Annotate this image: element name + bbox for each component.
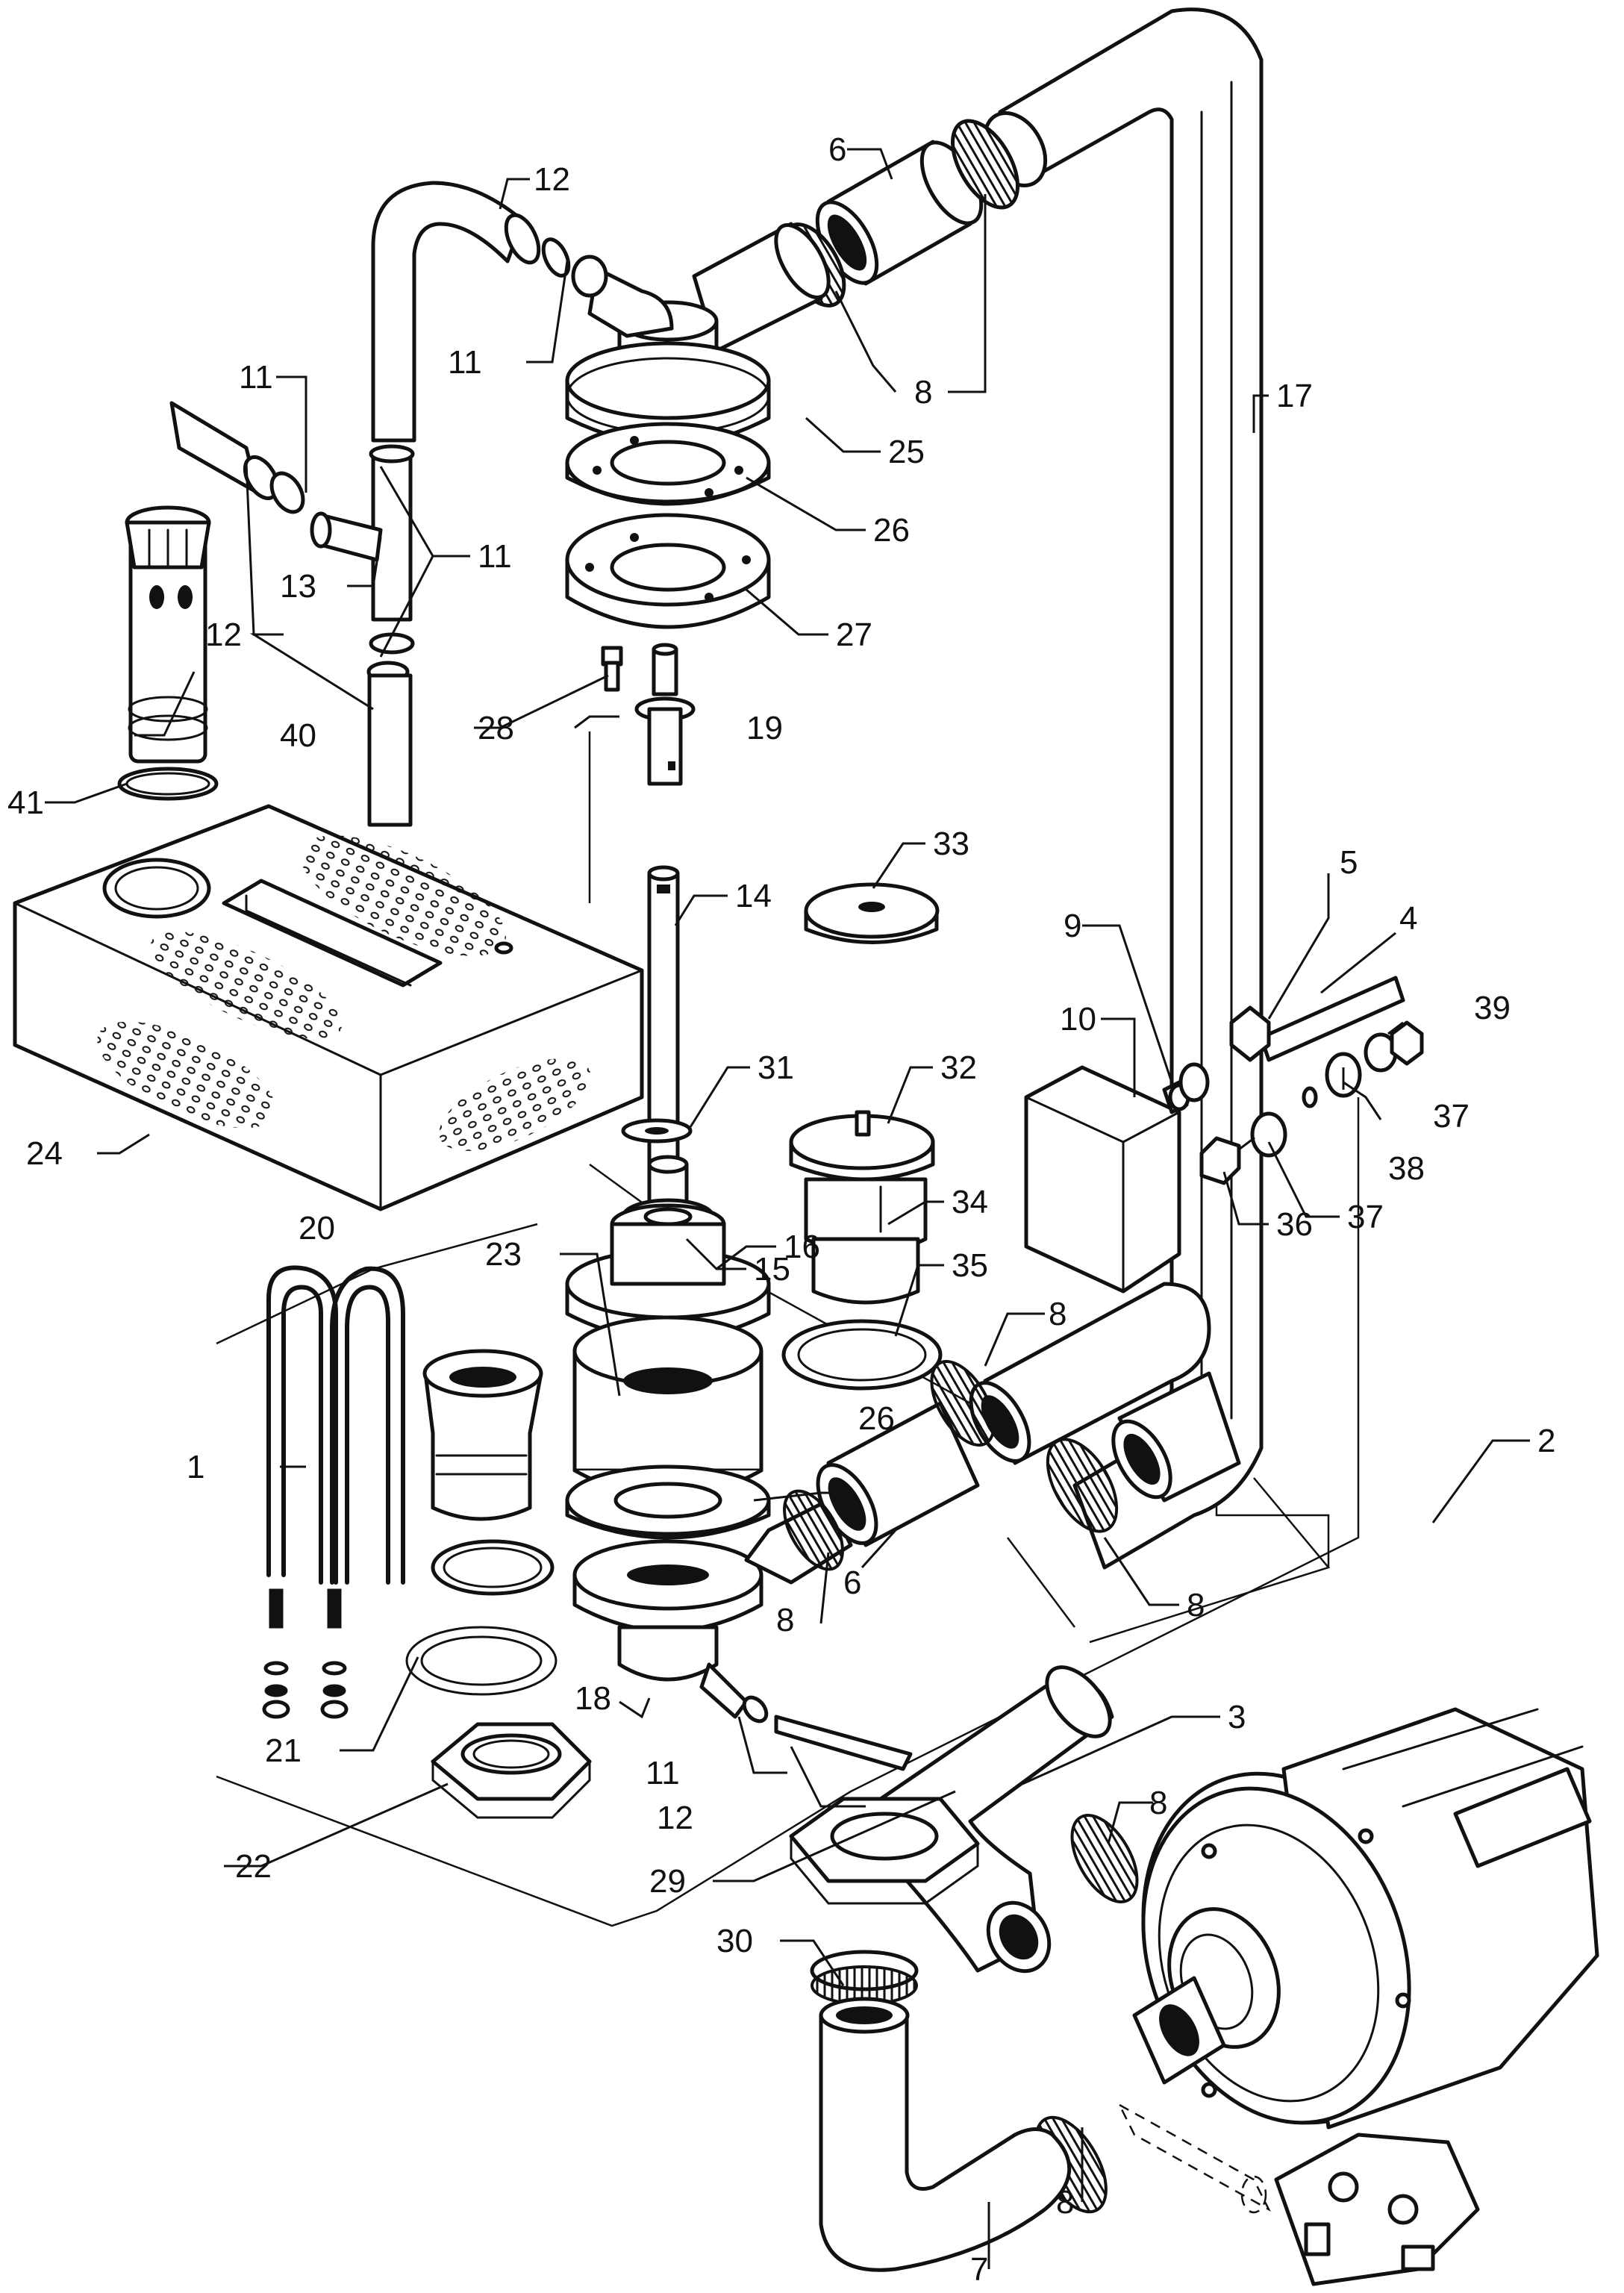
callout-11-left: 11 <box>239 359 273 396</box>
callout-22: 22 <box>235 1848 272 1885</box>
callout-26-lower: 26 <box>858 1400 895 1437</box>
hose-clamp-30 <box>810 1950 919 2006</box>
callout-8-top: 8 <box>914 374 932 411</box>
callout-14: 14 <box>735 878 772 914</box>
callout-16: 16 <box>784 1229 820 1265</box>
callout-1: 1 <box>187 1449 204 1485</box>
callout-33: 33 <box>933 826 969 862</box>
hose-clamp-8-middle <box>783 1359 1139 2214</box>
callout-3: 3 <box>1228 1699 1246 1735</box>
callout-10: 10 <box>1060 1001 1096 1038</box>
tube-14 <box>647 865 680 1204</box>
callout-8-lower-middle: 8 <box>776 1602 794 1638</box>
callout-37-lower: 37 <box>1347 1199 1384 1235</box>
body-23 <box>572 1315 763 1499</box>
drain-pump-2 <box>1132 1707 1599 2130</box>
overflow-head-25 <box>565 222 831 446</box>
callout-4: 4 <box>1399 900 1417 937</box>
cover-box-24 <box>13 804 644 1211</box>
o-ring-41 <box>117 767 219 801</box>
callout-18: 18 <box>575 1680 611 1717</box>
drain-base-18 <box>572 1539 913 1771</box>
callout-9: 9 <box>1064 908 1081 944</box>
callout-12-lower: 12 <box>657 1800 693 1836</box>
callout-13: 13 <box>280 568 316 605</box>
callout-labels: 1 2 3 4 5 6 6 7 8 8 8 8 8 8 8 9 10 11 11… <box>7 131 1555 2288</box>
callout-32: 32 <box>940 1049 977 1086</box>
seal-ring-21 <box>405 1539 558 1696</box>
screw-28 <box>601 646 623 692</box>
flange-plate-27 <box>565 513 771 629</box>
callout-20: 20 <box>299 1210 335 1247</box>
leader-lines <box>45 148 1530 2269</box>
callout-24: 24 <box>26 1135 63 1172</box>
callout-27: 27 <box>836 617 872 653</box>
callout-36: 36 <box>1276 1206 1313 1243</box>
callout-12-left: 12 <box>205 617 242 653</box>
callout-15: 15 <box>754 1251 790 1288</box>
knob-33 <box>804 882 940 944</box>
valve-32 <box>789 1110 935 1305</box>
callout-23: 23 <box>485 1236 522 1273</box>
callout-25: 25 <box>888 434 925 470</box>
overflow-standpipe-40 <box>125 505 211 764</box>
callout-2: 2 <box>1537 1423 1555 1459</box>
callout-39: 39 <box>1474 990 1511 1026</box>
callout-11-upper: 11 <box>448 344 482 381</box>
callout-5: 5 <box>1340 844 1358 881</box>
straight-hose-12-left <box>169 401 413 827</box>
callout-17: 17 <box>1276 378 1313 414</box>
lock-nut-22 <box>431 1722 592 1819</box>
gasket-26-upper <box>565 422 771 506</box>
callout-7: 7 <box>970 2251 988 2288</box>
callout-8-right-middle: 8 <box>1187 1587 1205 1623</box>
lock-nut-29 <box>789 1797 980 1905</box>
callout-40: 40 <box>280 717 316 754</box>
callout-30: 30 <box>716 1923 753 1959</box>
tee-fitting-13 <box>310 444 415 683</box>
callout-41: 41 <box>7 784 44 821</box>
bent-hose-12-upper <box>371 181 571 443</box>
callout-8-upper-middle: 8 <box>1049 1296 1066 1332</box>
coupling-sleeve-6-upper <box>815 140 984 286</box>
callout-19: 19 <box>746 710 783 746</box>
callout-37-right: 37 <box>1433 1098 1470 1135</box>
callout-34: 34 <box>952 1184 988 1220</box>
drain-tube-3 <box>878 1665 1114 1974</box>
callout-12-upper: 12 <box>534 161 570 198</box>
callout-35: 35 <box>952 1247 988 1284</box>
fittings-4-5-36-39 <box>1178 976 1424 1185</box>
sleeve-20 <box>422 1349 543 1521</box>
callout-28: 28 <box>478 710 514 746</box>
callout-8-bottom: 8 <box>1056 2184 1074 2221</box>
callout-26-upper: 26 <box>873 512 910 549</box>
gasket-35 <box>781 1319 943 1391</box>
callout-6-lower: 6 <box>843 1564 861 1601</box>
pump-connection-dashed <box>1117 2102 1271 2214</box>
callout-8-pump-inlet: 8 <box>1149 1785 1167 1821</box>
callout-31: 31 <box>758 1049 794 1086</box>
callout-11-lower: 11 <box>646 1755 680 1791</box>
callout-38: 38 <box>1388 1150 1425 1187</box>
solenoid-valve-fragment <box>1274 2133 1480 2286</box>
callout-21: 21 <box>265 1732 302 1769</box>
washer-31 <box>621 1118 693 1144</box>
pin-19 <box>634 643 696 786</box>
gasket-26-lower <box>565 1464 771 1540</box>
pressure-switch-10 <box>1024 1065 1181 1294</box>
callout-11-tee: 11 <box>478 538 512 575</box>
elbow-hose-7 <box>819 1997 1072 2272</box>
heating-element-1 <box>262 1265 405 1719</box>
callout-6-upper: 6 <box>828 131 846 168</box>
callout-29: 29 <box>649 1863 686 1900</box>
